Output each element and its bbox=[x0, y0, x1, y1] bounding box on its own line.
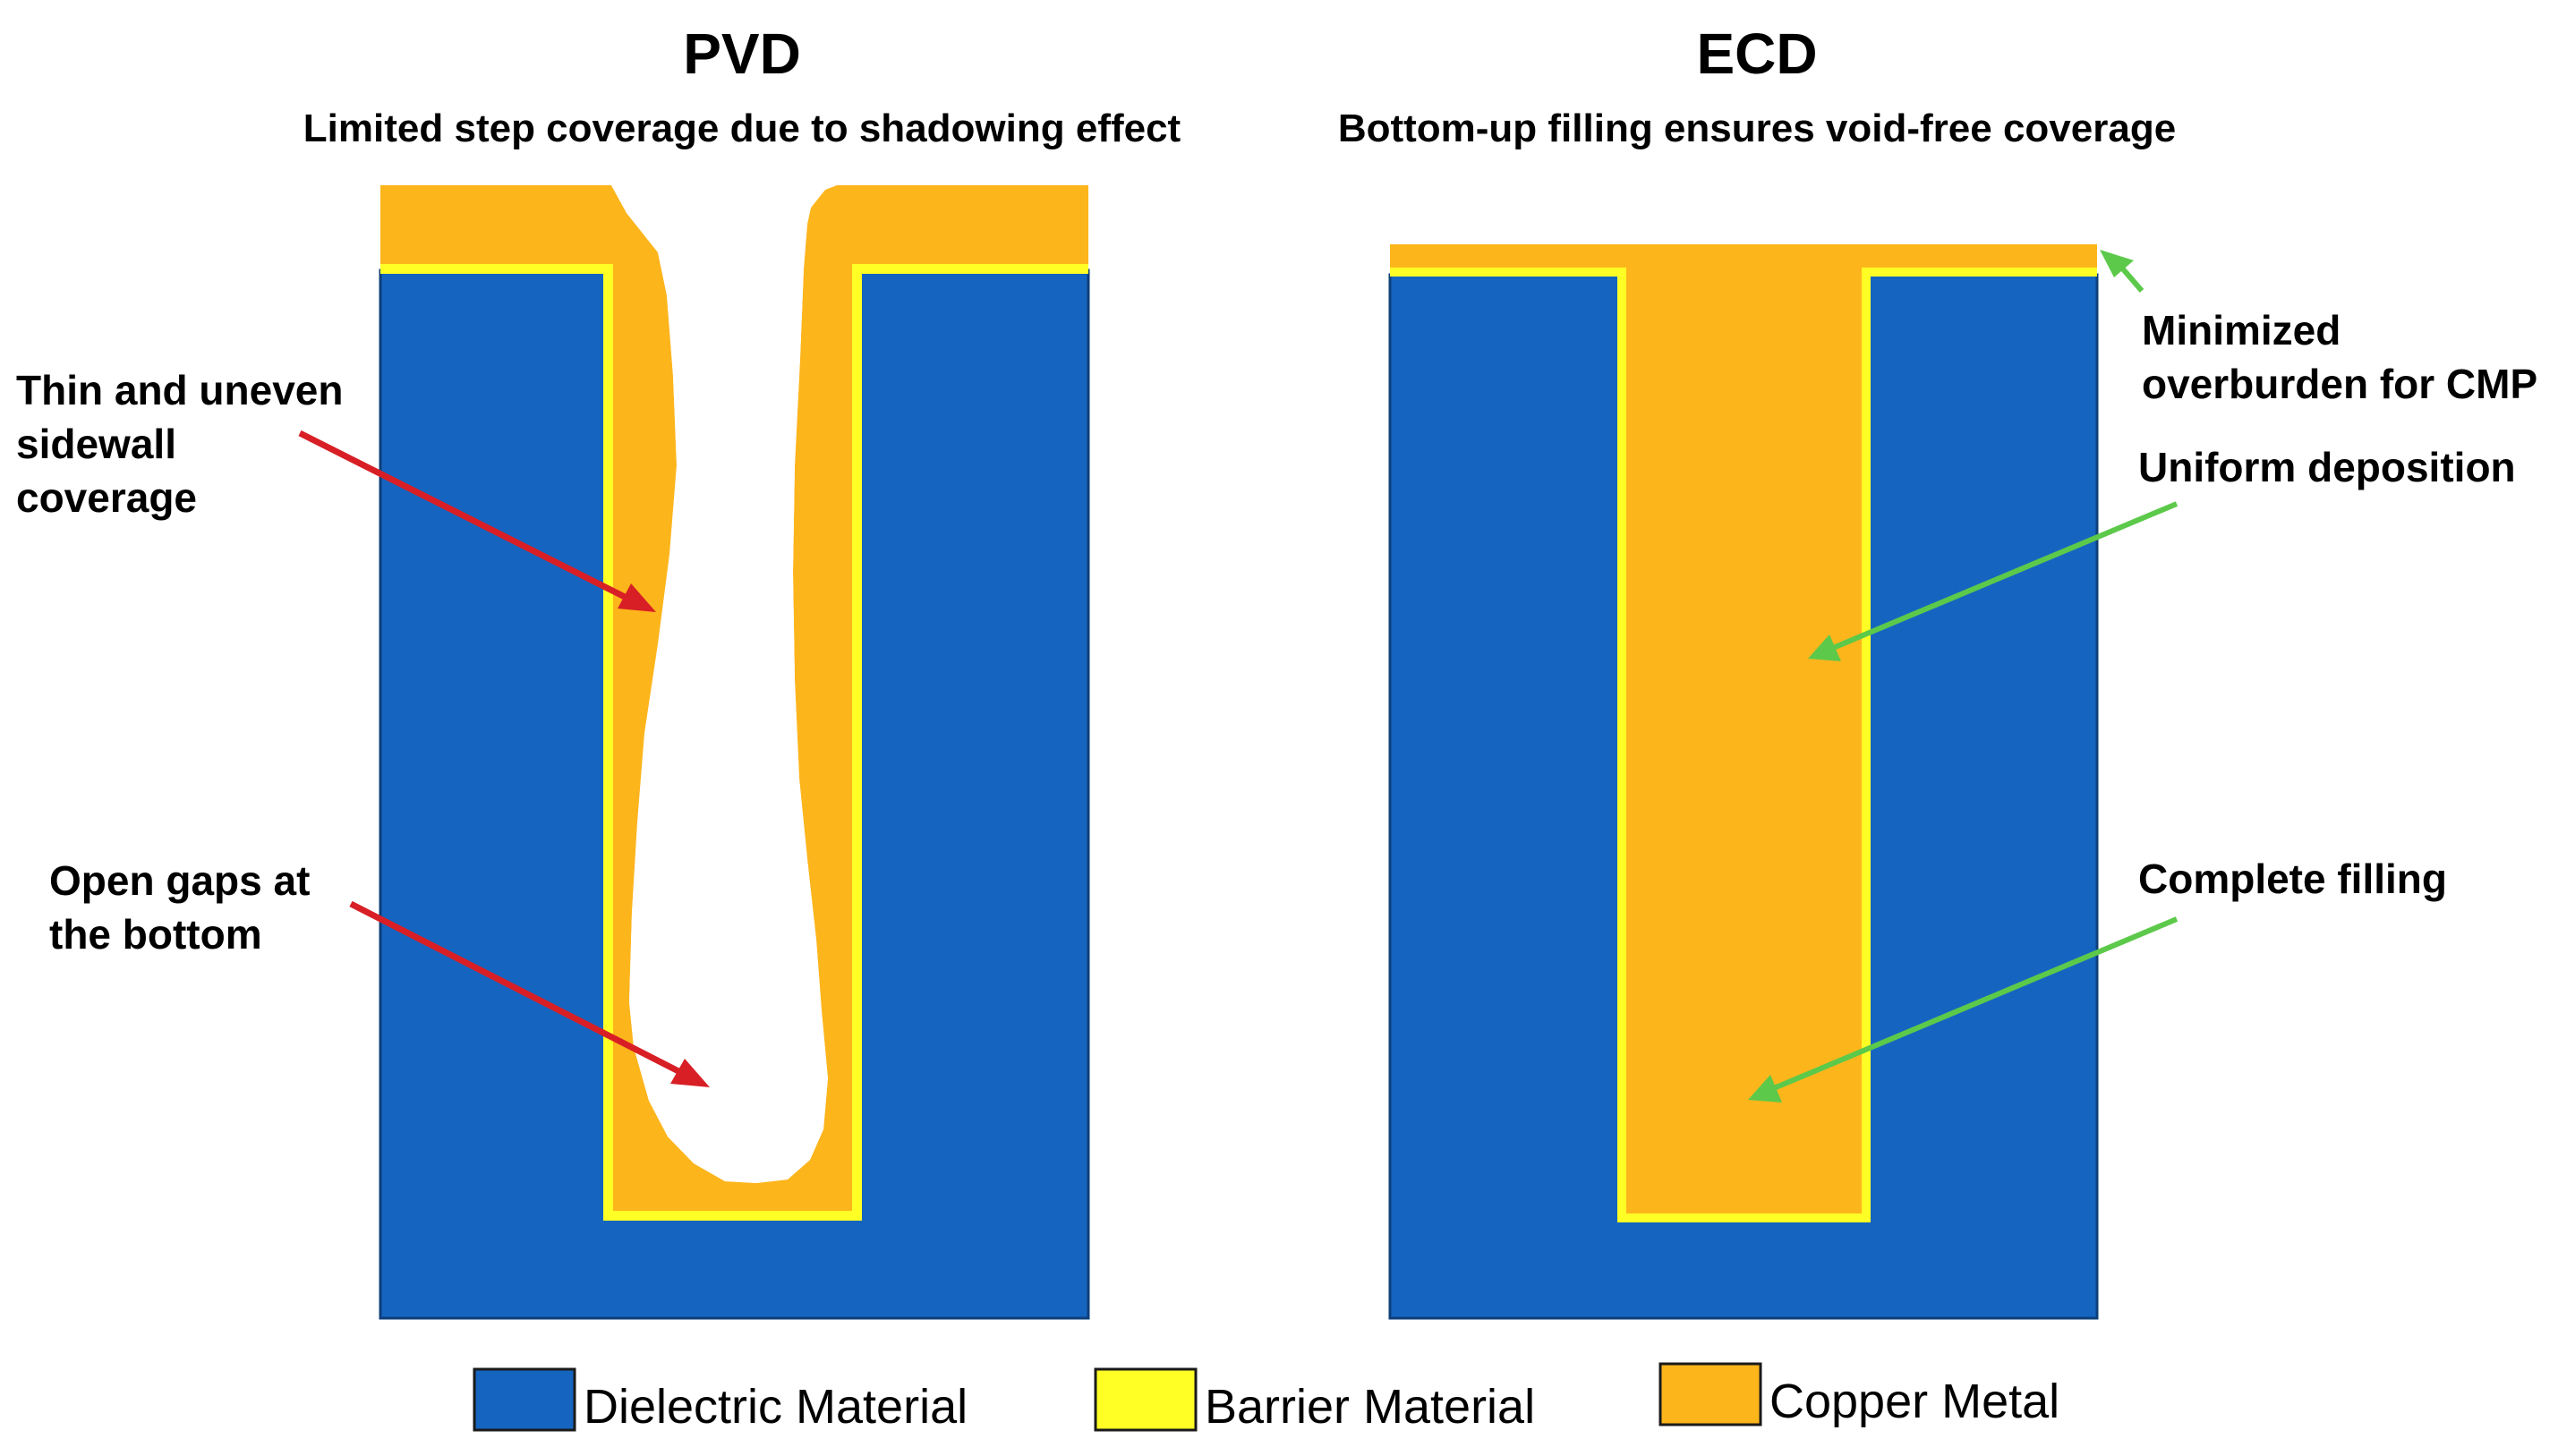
ecd-overburden-arrowhead bbox=[2100, 250, 2134, 277]
pvd-cross-section bbox=[379, 185, 1090, 1320]
legend-label-dielectric: Dielectric Material bbox=[584, 1380, 968, 1434]
ecd-barrier-liner bbox=[1390, 268, 2097, 1222]
ecd-uniform-arrowhead bbox=[1808, 634, 1841, 661]
ecd-cross-section bbox=[1388, 244, 2099, 1320]
ecd-title: ECD bbox=[1696, 21, 1817, 86]
pvd-annotation-gaps: Open gaps at the bottom bbox=[49, 857, 710, 1087]
pvd-void bbox=[611, 185, 837, 1183]
pvd-annotation-sidewall-line1: Thin and uneven bbox=[16, 367, 343, 413]
pvd-annotation-gaps-line1: Open gaps at bbox=[49, 857, 310, 904]
pvd-annotation-gaps-line2: the bottom bbox=[49, 911, 262, 958]
pvd-subtitle: Limited step coverage due to shadowing e… bbox=[303, 106, 1181, 150]
legend-label-copper: Copper Metal bbox=[1769, 1375, 2059, 1428]
legend-item-dielectric: Dielectric Material bbox=[473, 1367, 968, 1434]
legend: Dielectric Material Barrier Material Cop… bbox=[473, 1362, 2059, 1434]
pvd-barrier-outline bbox=[380, 264, 1088, 1220]
pvd-annotation-sidewall: Thin and uneven sidewall coverage bbox=[16, 367, 656, 612]
ecd-complete-arrow-line bbox=[1772, 916, 2179, 1091]
ecd-uniform-arrow-line bbox=[1831, 501, 2179, 651]
pvd-annotation-sidewall-line2: sidewall bbox=[16, 421, 176, 467]
pvd-panel: PVD Limited step coverage due to shadowi… bbox=[16, 21, 1181, 1320]
ecd-annotation-uniform-line1: Uniform deposition bbox=[2138, 444, 2516, 490]
ecd-annotation-overburden: Minimized overburden for CMP bbox=[2100, 250, 2537, 407]
barrier-swatch-icon bbox=[1094, 1367, 1198, 1432]
pvd-gaps-arrow-line bbox=[349, 900, 682, 1076]
ecd-complete-arrowhead bbox=[1748, 1075, 1782, 1103]
legend-label-barrier: Barrier Material bbox=[1205, 1380, 1535, 1434]
ecd-annotation-overburden-line2: overburden for CMP bbox=[2142, 361, 2537, 407]
pvd-gaps-arrowhead bbox=[670, 1059, 710, 1087]
ecd-annotation-overburden-line1: Minimized bbox=[2142, 307, 2341, 353]
dielectric-swatch-icon bbox=[473, 1367, 576, 1432]
ecd-annotation-uniform: Uniform deposition bbox=[1808, 444, 2516, 661]
ecd-copper-fill bbox=[1390, 244, 2097, 1218]
ecd-annotation-complete: Complete filling bbox=[1748, 856, 2447, 1103]
pvd-annotation-sidewall-line3: coverage bbox=[16, 474, 197, 521]
ecd-subtitle: Bottom-up filling ensures void-free cove… bbox=[1338, 106, 2176, 150]
pvd-sidewall-arrowhead bbox=[618, 583, 656, 612]
ecd-panel: ECD Bottom-up filling ensures void-free … bbox=[1338, 21, 2537, 1320]
ecd-annotation-complete-line1: Complete filling bbox=[2138, 856, 2447, 902]
copper-swatch-icon bbox=[1658, 1362, 1762, 1426]
legend-item-copper: Copper Metal bbox=[1658, 1362, 2059, 1428]
pvd-sidewall-arrow-line bbox=[298, 430, 628, 601]
legend-item-barrier: Barrier Material bbox=[1094, 1367, 1535, 1434]
pvd-title: PVD bbox=[683, 21, 801, 86]
